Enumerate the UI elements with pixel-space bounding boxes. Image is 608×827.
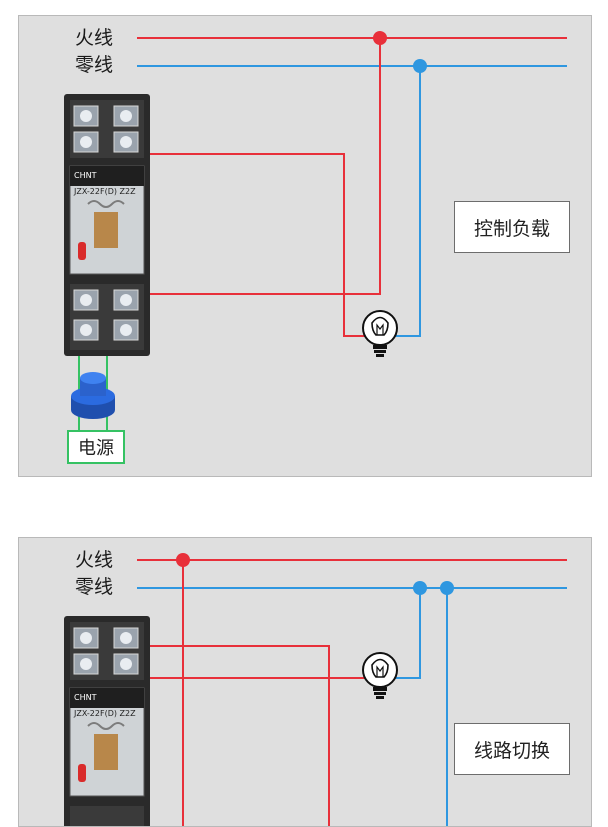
line-switching-box: 线路切换 <box>454 723 570 775</box>
relay-to-second-load-wire <box>143 645 330 826</box>
neutral-to-lamp-wire <box>395 66 421 337</box>
diagram-canvas: CHNT JZX-22F(D) Z2Z <box>64 553 567 826</box>
live-wire-label: 火线 <box>75 27 114 49</box>
relay-model: JZX-22F(D) Z2Z <box>73 709 136 718</box>
relay-module: CHNT JZX-22F(D) Z2Z <box>64 94 150 356</box>
relay-brand: CHNT <box>74 171 97 180</box>
neutral-junction-dot-2 <box>440 581 454 595</box>
neutral-junction-dot-1 <box>413 581 427 595</box>
neutral-wire-label: 零线 <box>75 576 114 598</box>
diagram-canvas: CHNT JZX-22F(D) Z2Z <box>64 31 567 434</box>
neutral-to-lamp-wire <box>395 588 421 679</box>
push-button-icon <box>71 372 115 419</box>
light-bulb-icon <box>362 652 398 699</box>
neutral-wire-label: 零线 <box>75 54 114 76</box>
live-to-relay-wire <box>143 38 381 295</box>
live-wire-label: 火线 <box>75 549 114 571</box>
wiring-diagram-load-control: CHNT JZX-22F(D) Z2Z 火线 <box>18 15 592 477</box>
light-bulb-icon <box>362 310 398 357</box>
relay-module: CHNT JZX-22F(D) Z2Z <box>64 616 150 826</box>
relay-to-lamp-wire <box>143 153 365 337</box>
load-control-box: 控制负载 <box>454 201 570 253</box>
wiring-diagram-line-switching: CHNT JZX-22F(D) Z2Z 火线 零线 线路切换 <box>18 537 592 827</box>
power-label-box: 电源 <box>67 430 125 464</box>
neutral-junction-dot <box>413 59 427 73</box>
relay-model: JZX-22F(D) Z2Z <box>73 187 136 196</box>
live-junction-dot <box>373 31 387 45</box>
relay-brand: CHNT <box>74 693 97 702</box>
live-junction-dot <box>176 553 190 567</box>
